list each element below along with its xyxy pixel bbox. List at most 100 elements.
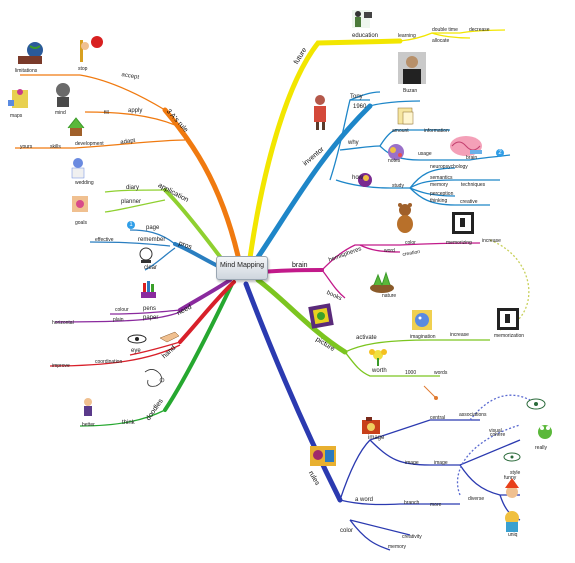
label-notes[interactable]: notes	[388, 158, 401, 164]
label-tony[interactable]: Tony	[350, 94, 363, 100]
label-increase-1[interactable]: increase	[482, 238, 501, 244]
label-imagination[interactable]: imagination	[410, 334, 436, 340]
label-how[interactable]: how	[352, 175, 364, 181]
label-diary[interactable]: diary	[126, 185, 140, 191]
label-development[interactable]: development	[75, 141, 104, 147]
number-badge-2[interactable]: 2	[496, 149, 504, 157]
label-creative[interactable]: creative	[460, 199, 478, 205]
label-eye[interactable]: eye	[131, 348, 141, 354]
label-buzan[interactable]: Buzan	[403, 88, 418, 94]
brain-icon	[450, 136, 482, 156]
label-maps[interactable]: maps	[10, 113, 23, 119]
label-worth[interactable]: worth	[372, 368, 387, 374]
sub-branches	[15, 29, 531, 551]
label-colour[interactable]: colour	[115, 307, 129, 313]
label-fill[interactable]: fill	[104, 110, 109, 116]
label-image-2[interactable]: image	[405, 460, 419, 466]
label-memory-2[interactable]: memory	[388, 544, 407, 550]
label-stop[interactable]: stop	[78, 66, 88, 72]
label-paper[interactable]: paper	[143, 315, 159, 321]
label-apply[interactable]: apply	[128, 108, 143, 114]
label-cohere[interactable]: cohere	[490, 432, 506, 438]
label-coordination[interactable]: coordination	[95, 359, 123, 365]
label-1000[interactable]: 1000	[405, 370, 417, 376]
label-style[interactable]: style	[510, 470, 521, 476]
branch-line-doodles	[163, 282, 234, 412]
label-associations[interactable]: associations	[459, 412, 487, 418]
label-color-2[interactable]: color	[340, 528, 354, 534]
label-wedding[interactable]: wedding	[75, 180, 94, 186]
label-increase-2[interactable]: increase	[450, 332, 469, 338]
chameleon-icon	[505, 511, 519, 532]
branch-line-hand	[178, 280, 236, 344]
label-thinking[interactable]: thinking	[430, 198, 448, 204]
buzan-photo-icon	[398, 52, 426, 84]
label-more[interactable]: more	[430, 502, 442, 508]
label-study[interactable]: study	[392, 183, 404, 189]
label-horizontal[interactable]: horizontal	[52, 320, 74, 326]
label-pens[interactable]: pens	[143, 306, 157, 312]
label-remember[interactable]: remember	[138, 237, 166, 243]
label-memory[interactable]: memory	[430, 182, 449, 188]
label-effective[interactable]: effective	[95, 237, 114, 243]
label-diverse[interactable]: diverse	[468, 496, 485, 502]
label-techniques[interactable]: techniques	[461, 182, 486, 188]
label-color[interactable]: color	[405, 240, 416, 246]
label-image-3[interactable]: image	[434, 460, 448, 466]
branch-brain-label[interactable]: brain	[292, 262, 308, 269]
number-badge-1[interactable]: 1	[127, 221, 135, 229]
label-learning[interactable]: learning	[398, 33, 416, 39]
label-memorization[interactable]: memorization	[494, 333, 525, 339]
label-mind[interactable]: mind	[55, 110, 66, 116]
label-uniq[interactable]: uniq	[508, 532, 518, 538]
label-planner[interactable]: planner	[121, 199, 142, 205]
label-skills[interactable]: skills	[50, 144, 61, 150]
label-perception[interactable]: perception	[430, 191, 454, 197]
label-education[interactable]: education	[352, 33, 379, 39]
central-topic[interactable]: Mind Mapping	[212, 252, 272, 284]
label-double-time[interactable]: double time	[432, 27, 458, 33]
label-activate[interactable]: activate	[356, 335, 377, 341]
label-why[interactable]: why	[348, 140, 359, 146]
key-icon	[423, 385, 438, 400]
joker-icon	[505, 478, 519, 498]
label-visual[interactable]: visual	[489, 428, 502, 434]
label-semantics[interactable]: semantics	[430, 175, 453, 181]
label-page[interactable]: page	[146, 225, 160, 231]
label-words[interactable]: words	[434, 370, 448, 376]
label-creativity[interactable]: creativity	[402, 534, 422, 540]
imagination-face-icon	[412, 310, 432, 330]
label-really[interactable]: really	[535, 445, 547, 451]
label-memorizing[interactable]: memorizing	[446, 240, 472, 246]
label-decrease[interactable]: decrease	[469, 27, 490, 33]
label-information[interactable]: information	[424, 128, 449, 134]
label-clear[interactable]: clear	[144, 265, 158, 271]
papers-icon	[397, 107, 414, 125]
label-plain[interactable]: plain	[113, 317, 124, 323]
branch-line-inventor	[253, 103, 373, 263]
label-better[interactable]: better	[82, 422, 95, 428]
flower-icon	[369, 349, 387, 366]
crystal-ball-icon	[139, 247, 153, 263]
label-amount[interactable]: amount	[392, 128, 409, 134]
label-yours[interactable]: yours	[20, 144, 33, 150]
label-brain[interactable]: brain	[466, 155, 478, 161]
label-central[interactable]: central	[430, 415, 446, 421]
label-usage[interactable]: usage	[418, 151, 432, 157]
label-nature[interactable]: nature	[382, 293, 397, 299]
camera-icon	[362, 417, 380, 434]
label-word[interactable]: word	[384, 248, 395, 254]
label-1960[interactable]: 1960	[353, 104, 367, 110]
label-goals[interactable]: goals	[75, 220, 87, 226]
label-limitations[interactable]: limitations	[15, 68, 38, 74]
label-neuropsychology[interactable]: neuropsychology	[430, 164, 468, 170]
label-allocate[interactable]: allocate	[432, 38, 450, 44]
label-think[interactable]: think	[122, 420, 135, 426]
image-icon	[310, 446, 336, 466]
label-branch[interactable]: branch	[404, 500, 420, 506]
label-image-1[interactable]: image	[368, 435, 385, 441]
label-improve[interactable]: improve	[52, 363, 70, 369]
stop-sign-icon	[80, 36, 103, 62]
label-funny[interactable]: funny	[504, 475, 517, 481]
label-a-word[interactable]: a word	[355, 497, 374, 503]
